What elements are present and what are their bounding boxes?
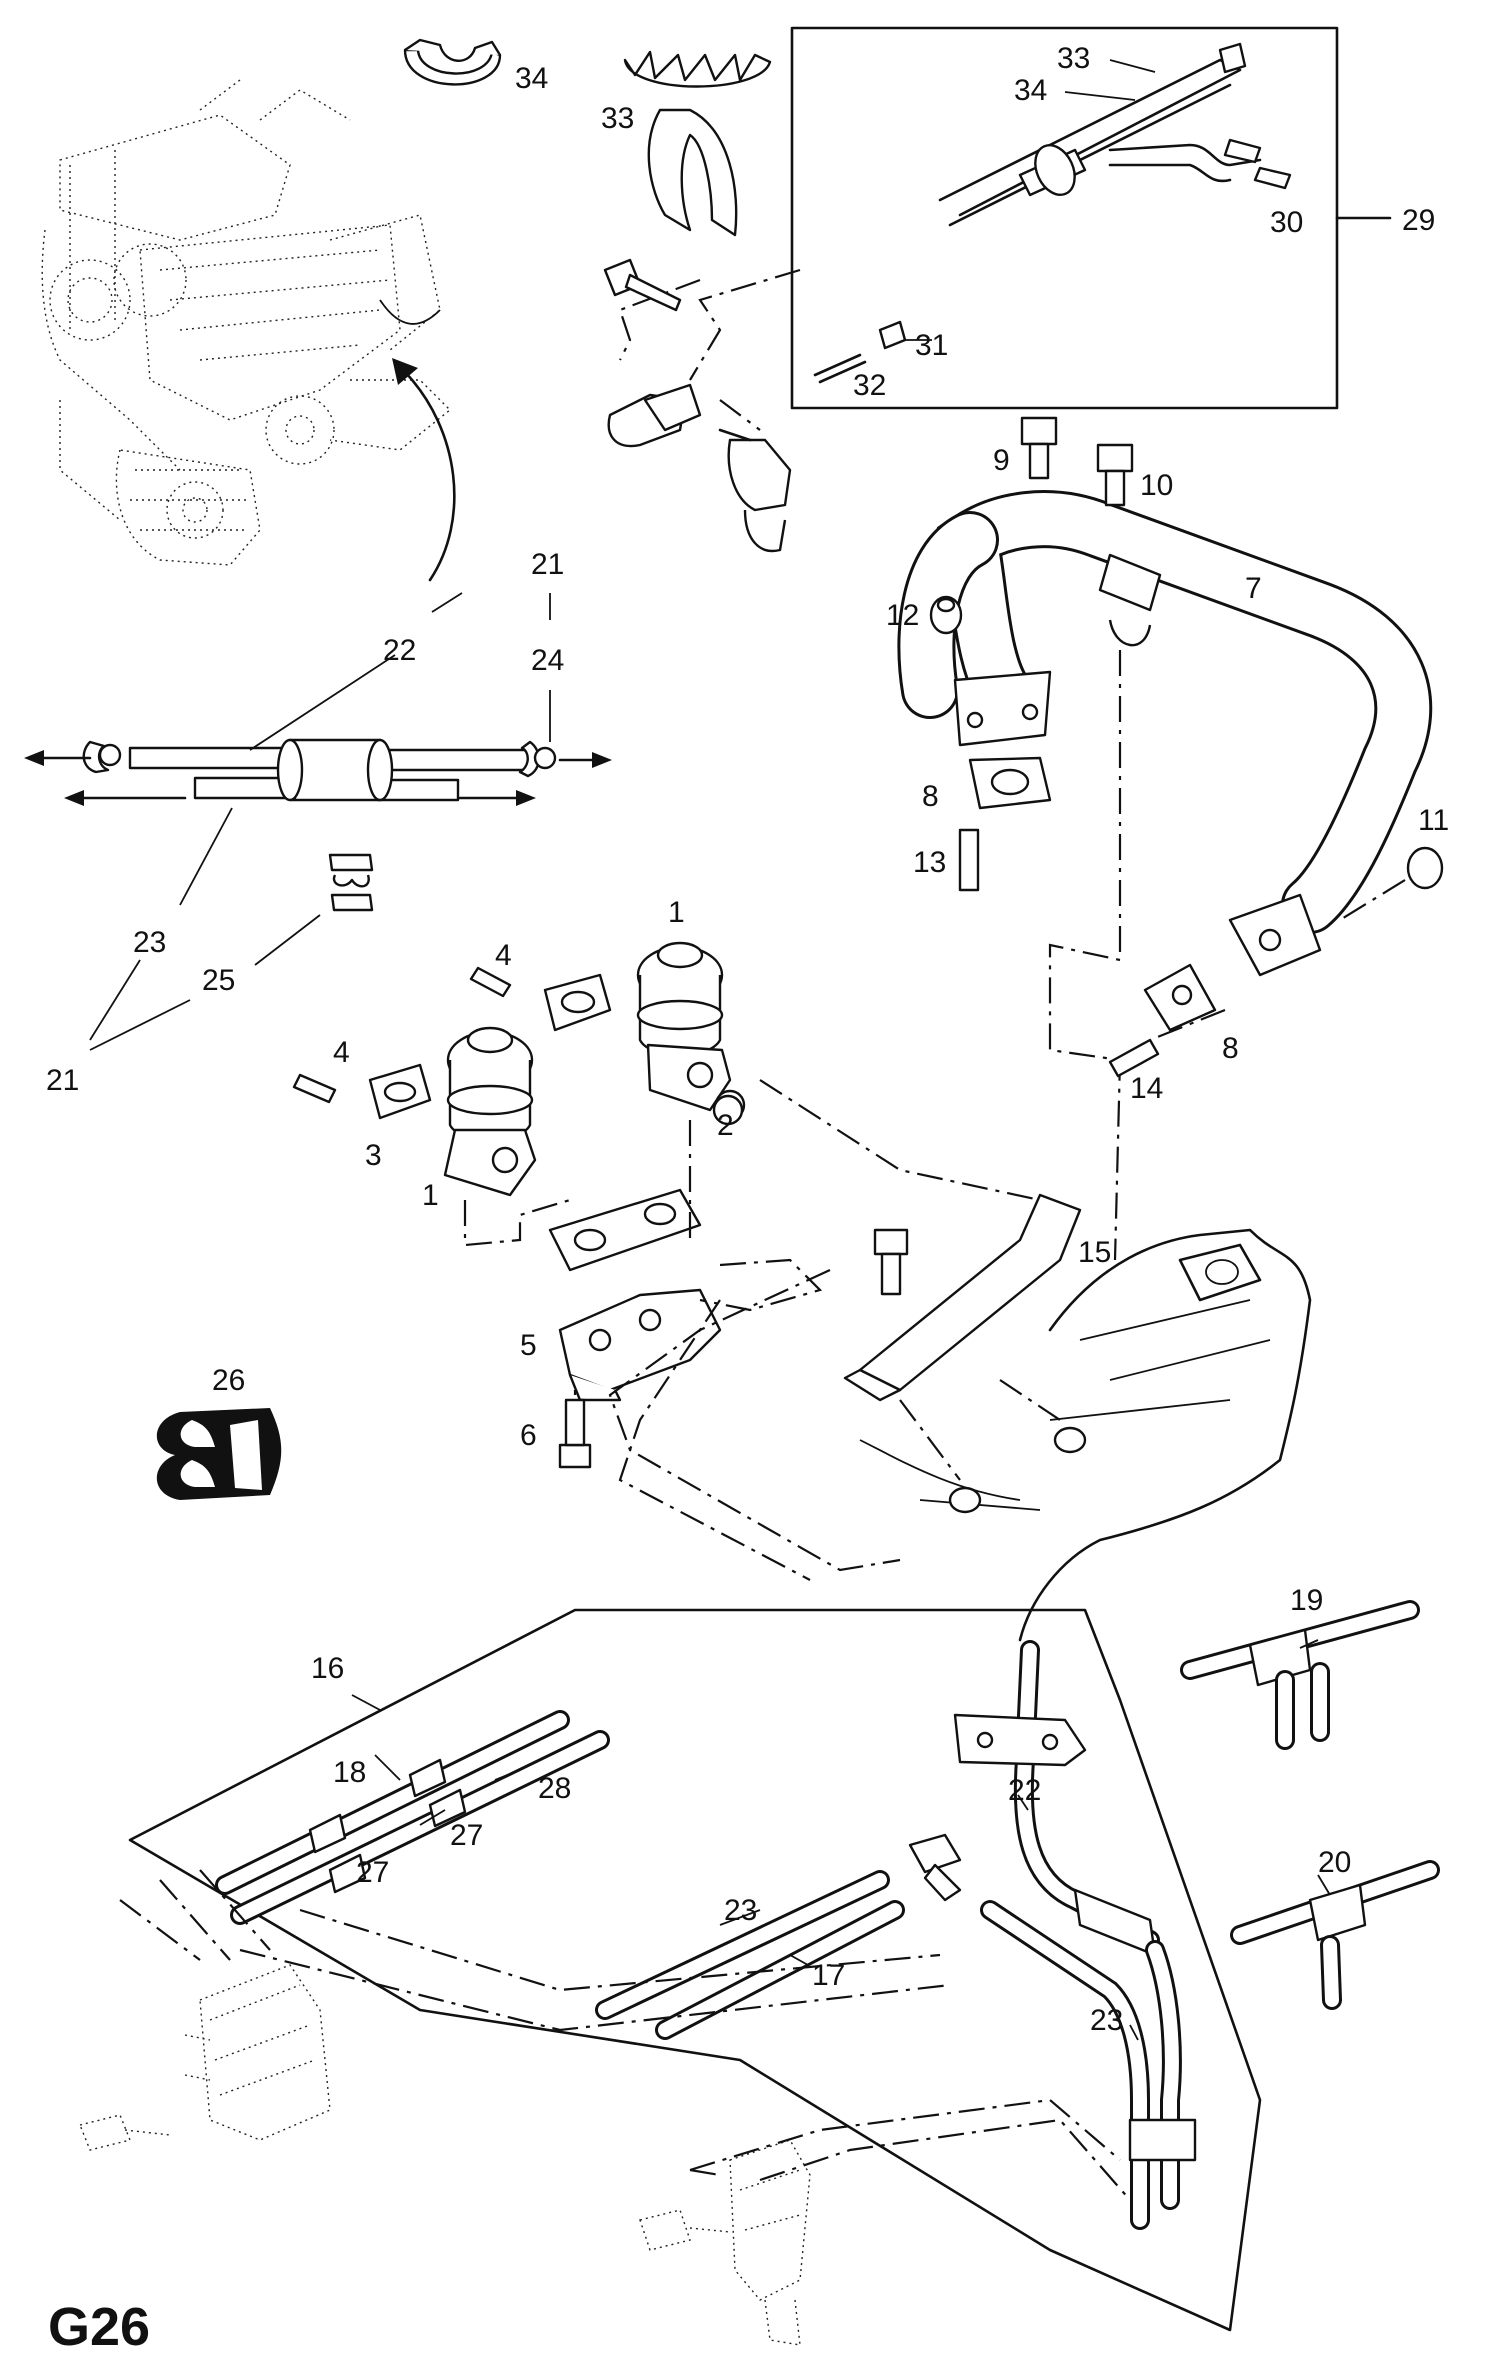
callout-26: 26 — [212, 1364, 245, 1397]
callout-31: 31 — [915, 329, 948, 362]
callout-19: 19 — [1290, 1584, 1323, 1617]
leader-lines-left — [89, 592, 551, 1051]
bracket-22 — [953, 1713, 1087, 1767]
callout-21-top: 21 — [531, 548, 564, 581]
stud-14 — [1108, 1038, 1160, 1078]
callout-33-top: 33 — [601, 102, 634, 135]
egr-valve-lower — [443, 1026, 537, 1197]
callout-13: 13 — [913, 846, 946, 879]
callout-21-bottom: 21 — [46, 1064, 79, 1097]
callout-2: 2 — [717, 1109, 734, 1142]
callout-12: 12 — [886, 599, 919, 632]
hose-22 — [1013, 1640, 1160, 1957]
tee-19 — [1180, 1600, 1420, 1750]
callout-23-middle: 23 — [724, 1894, 757, 1927]
sheet-code: G26 — [48, 2297, 150, 2357]
callout-23-left: 23 — [133, 926, 166, 959]
gasket-2 — [548, 1188, 702, 1272]
valve-lower-centre — [639, 2139, 811, 2346]
hose-pair-middle — [595, 1870, 905, 2040]
bracket-33 — [623, 50, 772, 237]
callout-8-lower: 8 — [1222, 1032, 1239, 1065]
clip-25 — [328, 853, 374, 912]
callout-22-top: 22 — [383, 634, 416, 667]
leader-lines-lower — [329, 1639, 1331, 2041]
callout-24: 24 — [531, 644, 564, 677]
egr-valve-upper — [636, 941, 746, 1121]
callout-23-right: 23 — [1090, 2004, 1123, 2037]
hose-fittings-upper — [607, 383, 792, 553]
hose-23-right — [980, 1900, 1197, 2230]
stud-4-upper — [469, 966, 512, 998]
lower-hose-frame — [128, 1608, 1262, 2332]
callout-6: 6 — [520, 1419, 537, 1452]
egr-pipe-7 — [897, 490, 1433, 977]
clip-34 — [403, 38, 502, 86]
callout-7: 7 — [1245, 572, 1262, 605]
callout-1-lower: 1 — [422, 1179, 439, 1212]
callout-30: 30 — [1270, 206, 1303, 239]
bracket-15 — [843, 1193, 1082, 1402]
callout-10: 10 — [1140, 469, 1173, 502]
callout-8-upper: 8 — [922, 780, 939, 813]
callout-16: 16 — [311, 1652, 344, 1685]
callout-4-lower: 4 — [333, 1036, 350, 1069]
callout-5: 5 — [520, 1329, 537, 1362]
engine-nuts — [948, 1426, 1087, 1514]
nut-11 — [1406, 846, 1444, 890]
callout-18: 18 — [333, 1756, 366, 1789]
location-arrow — [403, 370, 456, 582]
callout-9: 9 — [993, 444, 1010, 477]
callout-27-lower: 27 — [356, 1856, 389, 1889]
gasket-8-upper — [968, 756, 1052, 810]
gasket-upper — [543, 973, 612, 1032]
tee-20 — [1230, 1860, 1440, 2010]
solenoid-block — [79, 1869, 331, 2151]
callout-34-inset: 34 — [1014, 74, 1047, 107]
callout-33-inset: 33 — [1057, 42, 1090, 75]
clip-26 — [156, 1408, 282, 1500]
callout-4-upper: 4 — [495, 939, 512, 972]
callout-15: 15 — [1078, 1236, 1111, 1269]
gasket-8-lower — [1143, 963, 1217, 1032]
stud-13 — [958, 828, 980, 892]
bolt-9 — [1020, 416, 1058, 480]
callout-20: 20 — [1318, 1846, 1351, 1879]
callout-17: 17 — [812, 1959, 845, 1992]
callout-22-lower: 22 — [1008, 1774, 1041, 1807]
stud-4-lower — [292, 1073, 337, 1104]
bolt-6 — [558, 1398, 592, 1469]
callout-25: 25 — [202, 964, 235, 997]
callout-3: 3 — [365, 1139, 382, 1172]
manifold-5 — [558, 1288, 722, 1402]
bolt-upper — [603, 258, 682, 312]
hose-pair-upper — [215, 1710, 610, 1925]
gasket-3 — [368, 1063, 432, 1120]
tee-connector — [908, 1833, 962, 1902]
bolt-15 — [873, 1228, 909, 1296]
hose-y-fitting — [24, 738, 612, 806]
callout-28: 28 — [538, 1772, 571, 1805]
callout-34-top: 34 — [515, 62, 548, 95]
callout-14: 14 — [1130, 1072, 1163, 1105]
nut-12 — [929, 595, 963, 635]
engine-overview — [41, 79, 452, 566]
bolt-10 — [1096, 443, 1134, 507]
callout-32: 32 — [853, 369, 886, 402]
callout-29: 29 — [1402, 204, 1435, 237]
callout-27-upper: 27 — [450, 1819, 483, 1852]
inset-29 — [790, 26, 1392, 410]
callout-1-upper: 1 — [668, 896, 685, 929]
callout-11: 11 — [1418, 804, 1449, 837]
